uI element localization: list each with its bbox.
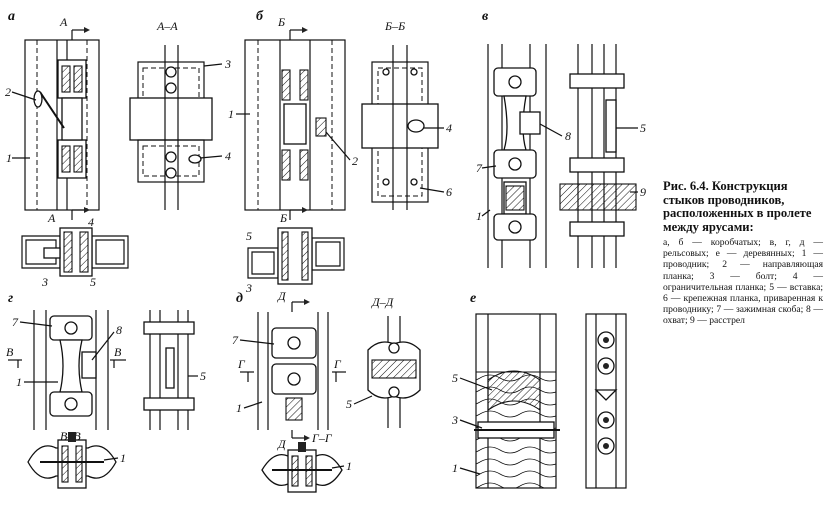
- callout-7c: 7: [232, 333, 239, 347]
- panel-a: а А 2 1 А–А: [5, 9, 231, 289]
- panel-d-label: д: [236, 291, 243, 306]
- callout-1d: 1: [16, 375, 22, 389]
- callout-1e: 1: [120, 451, 126, 465]
- callout-5c: 5: [640, 121, 646, 135]
- panel-v-label: в: [482, 9, 489, 24]
- callout-7: 7: [476, 161, 483, 175]
- callout-1g: 1: [346, 459, 352, 473]
- callout-9: 9: [640, 185, 646, 199]
- callout-8b: 8: [116, 323, 122, 337]
- cut-v-right: В: [114, 345, 122, 359]
- panel-g-label: г: [8, 291, 13, 306]
- panel-v: в 7 1 8 5 9: [476, 9, 646, 268]
- caption-body: а, б — коробчатых; в, г, д — рельсовых; …: [663, 237, 823, 327]
- caption-title: Рис. 6.4. Конструкция стыков проводников…: [663, 179, 812, 234]
- callout-3b: 3: [41, 275, 48, 289]
- callout-1h: 1: [452, 461, 458, 475]
- callout-3d: 3: [451, 413, 458, 427]
- callout-5e: 5: [346, 397, 352, 411]
- callout-4: 4: [225, 149, 231, 163]
- callout-7b: 7: [12, 315, 19, 329]
- panel-d: д Д Д Г Г 7 1 Д–Д: [232, 289, 421, 493]
- cut-v-left: В: [6, 345, 14, 359]
- callout-4c: 4: [446, 121, 452, 135]
- panel-a-label: а: [8, 9, 15, 24]
- panel-e-label: е: [470, 291, 476, 306]
- section-d-title: Д–Д: [371, 295, 395, 309]
- callout-1b: 1: [228, 107, 234, 121]
- callout-5a: 5: [90, 275, 96, 289]
- cut-b-plan: Б: [279, 211, 287, 225]
- figure-caption: Рис. 6.4. Конструкция стыков проводников…: [663, 179, 823, 327]
- callout-1f: 1: [236, 401, 242, 415]
- callout-2b: 2: [352, 154, 358, 168]
- cut-b-top: Б: [277, 15, 285, 29]
- cut-d-top: Д: [277, 289, 287, 303]
- panel-b-label: б: [256, 9, 264, 24]
- callout-8: 8: [565, 129, 571, 143]
- callout-2: 2: [5, 85, 11, 99]
- cut-a-top: А: [59, 15, 68, 29]
- cut-d-bottom: Д: [277, 437, 287, 451]
- callout-4b: 4: [88, 215, 94, 229]
- section-a-title: А–А: [156, 19, 178, 33]
- panel-b: б Б 1 2 Б–Б 4 6: [228, 9, 452, 295]
- callout-6: 6: [446, 185, 452, 199]
- callout-5d: 5: [200, 369, 206, 383]
- panel-g: г В В 7 8 1 5 В–В: [6, 291, 206, 489]
- callout-3: 3: [224, 57, 231, 71]
- callout-3c: 3: [245, 281, 252, 295]
- cut-a-plan: А: [47, 211, 56, 225]
- callout-1c: 1: [476, 209, 482, 223]
- section-b-title: Б–Б: [384, 19, 405, 33]
- callout-5f: 5: [452, 371, 458, 385]
- callout-1: 1: [6, 151, 12, 165]
- panel-e: е 5 3 1: [451, 291, 627, 489]
- callout-5b: 5: [246, 229, 252, 243]
- cut-g-left: Г: [237, 357, 246, 371]
- section-g-title: Г–Г: [311, 431, 333, 445]
- cut-g-right: Г: [333, 357, 342, 371]
